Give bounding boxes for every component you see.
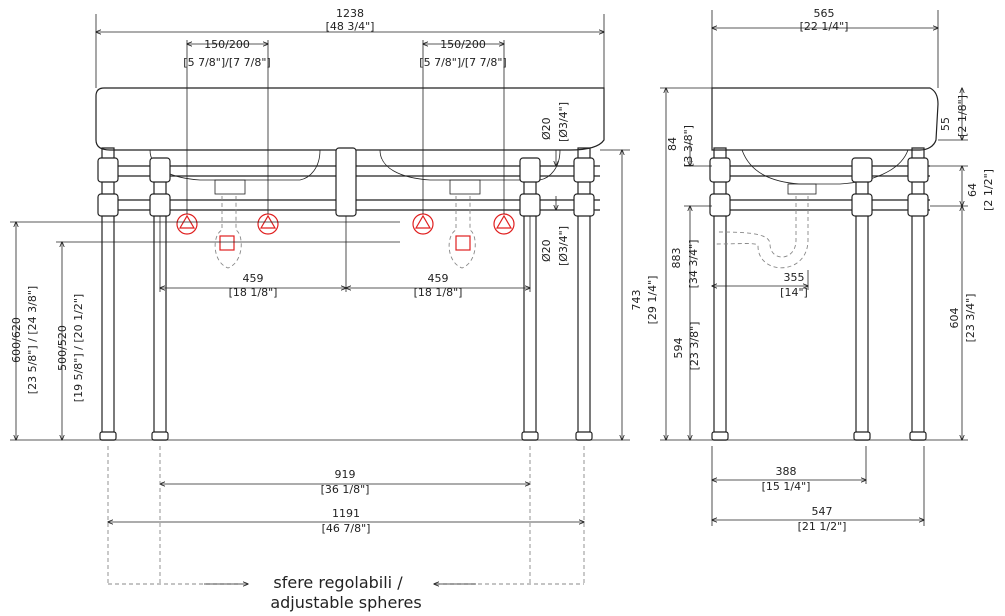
dim-rail-dia-top: Ø20 (540, 117, 553, 140)
dim-547: 547 (812, 505, 833, 518)
dim-500-520-in: [19 5/8"] / [20 1/2"] (72, 294, 85, 402)
front-labels: 1238 [48 3/4"] 150/200 [5 7/8"]/[7 7/8"]… (10, 7, 659, 612)
side-drain (787, 183, 817, 195)
front-drain-left (214, 179, 246, 195)
note-line-1: sfere regolabili / (273, 573, 403, 592)
dim-355-in: [14"] (780, 286, 808, 299)
dim-1191-in: [46 7/8"] (322, 522, 371, 535)
side-legs (709, 147, 929, 441)
dim-594: 594 (672, 338, 685, 359)
front-trap-right-marker (455, 235, 471, 251)
dim-459-right: 459 (428, 272, 449, 285)
side-dimension-lines (666, 28, 962, 520)
dim-64: 64 (966, 183, 979, 197)
front-trap-left-marker (219, 235, 235, 251)
dim-355: 355 (784, 271, 805, 284)
dim-64-in: [2 1/2"] (982, 169, 995, 211)
side-labels: 565 [22 1/4"] 55 [2 1/8"] 84 [3 3/8"] 64… (666, 7, 995, 533)
dim-604: 604 (948, 308, 961, 329)
dim-919: 919 (335, 468, 356, 481)
front-dimension-lines (16, 32, 622, 522)
front-view: 1238 [48 3/4"] 150/200 [5 7/8"]/[7 7/8"]… (10, 7, 659, 612)
dim-600-620: 600/620 (10, 317, 23, 363)
front-basin (95, 87, 605, 151)
dim-547-in: [21 1/2"] (798, 520, 847, 533)
dim-1238: 1238 (336, 7, 364, 20)
dim-388: 388 (776, 465, 797, 478)
dim-565-in: [22 1/4"] (800, 20, 849, 33)
dim-tap-right: 150/200 (440, 38, 486, 51)
dim-55: 55 (939, 117, 952, 131)
dim-459-left-in: [18 1/8"] (229, 286, 278, 299)
dim-565: 565 (814, 7, 835, 20)
dim-tap-right-in: [5 7/8"]/[7 7/8"] (419, 56, 506, 69)
dim-84-in: [3 3/8"] (682, 125, 695, 167)
dim-rail-dia-top-in: [Ø3/4"] (557, 102, 570, 142)
dim-919-in: [36 1/8"] (321, 483, 370, 496)
dim-594-in: [23 3/8"] (688, 322, 701, 371)
front-legs (97, 147, 595, 441)
side-extension-lines (660, 10, 968, 526)
dim-459-left: 459 (243, 272, 264, 285)
dim-604-in: [23 3/4"] (964, 294, 977, 343)
dim-883: 883 (670, 248, 683, 269)
side-view: 565 [22 1/4"] 55 [2 1/8"] 84 [3 3/8"] 64… (660, 7, 995, 533)
dim-rail-dia-bottom: Ø20 (540, 239, 553, 262)
side-trap (715, 196, 809, 269)
dim-rail-dia-bottom-in: [Ø3/4"] (557, 226, 570, 266)
dim-600-620-in: [23 5/8"] / [24 3/8"] (26, 286, 39, 394)
front-drain-right (449, 179, 481, 195)
dim-388-in: [15 1/4"] (762, 480, 811, 493)
dim-743-in: [29 1/4"] (646, 276, 659, 325)
dim-1191: 1191 (332, 507, 360, 520)
dim-84: 84 (666, 137, 679, 151)
tap-markers (176, 213, 515, 235)
dim-tap-left: 150/200 (204, 38, 250, 51)
dim-55-in: [2 1/8"] (956, 95, 969, 137)
side-bowl (741, 149, 909, 185)
dim-459-right-in: [18 1/8"] (414, 286, 463, 299)
dim-tap-left-in: [5 7/8"]/[7 7/8"] (183, 56, 270, 69)
front-waste-left (214, 196, 242, 269)
side-basin (711, 87, 939, 151)
dim-1238-in: [48 3/4"] (326, 20, 375, 33)
dim-743: 743 (630, 290, 643, 311)
dim-500-520: 500/520 (56, 325, 69, 371)
note-line-2: adjustable spheres (270, 593, 421, 612)
front-waste-right (448, 196, 476, 269)
dim-883-in: [34 3/4"] (687, 240, 700, 289)
front-extension-lines (10, 14, 630, 441)
front-sphere-projection (107, 446, 585, 585)
